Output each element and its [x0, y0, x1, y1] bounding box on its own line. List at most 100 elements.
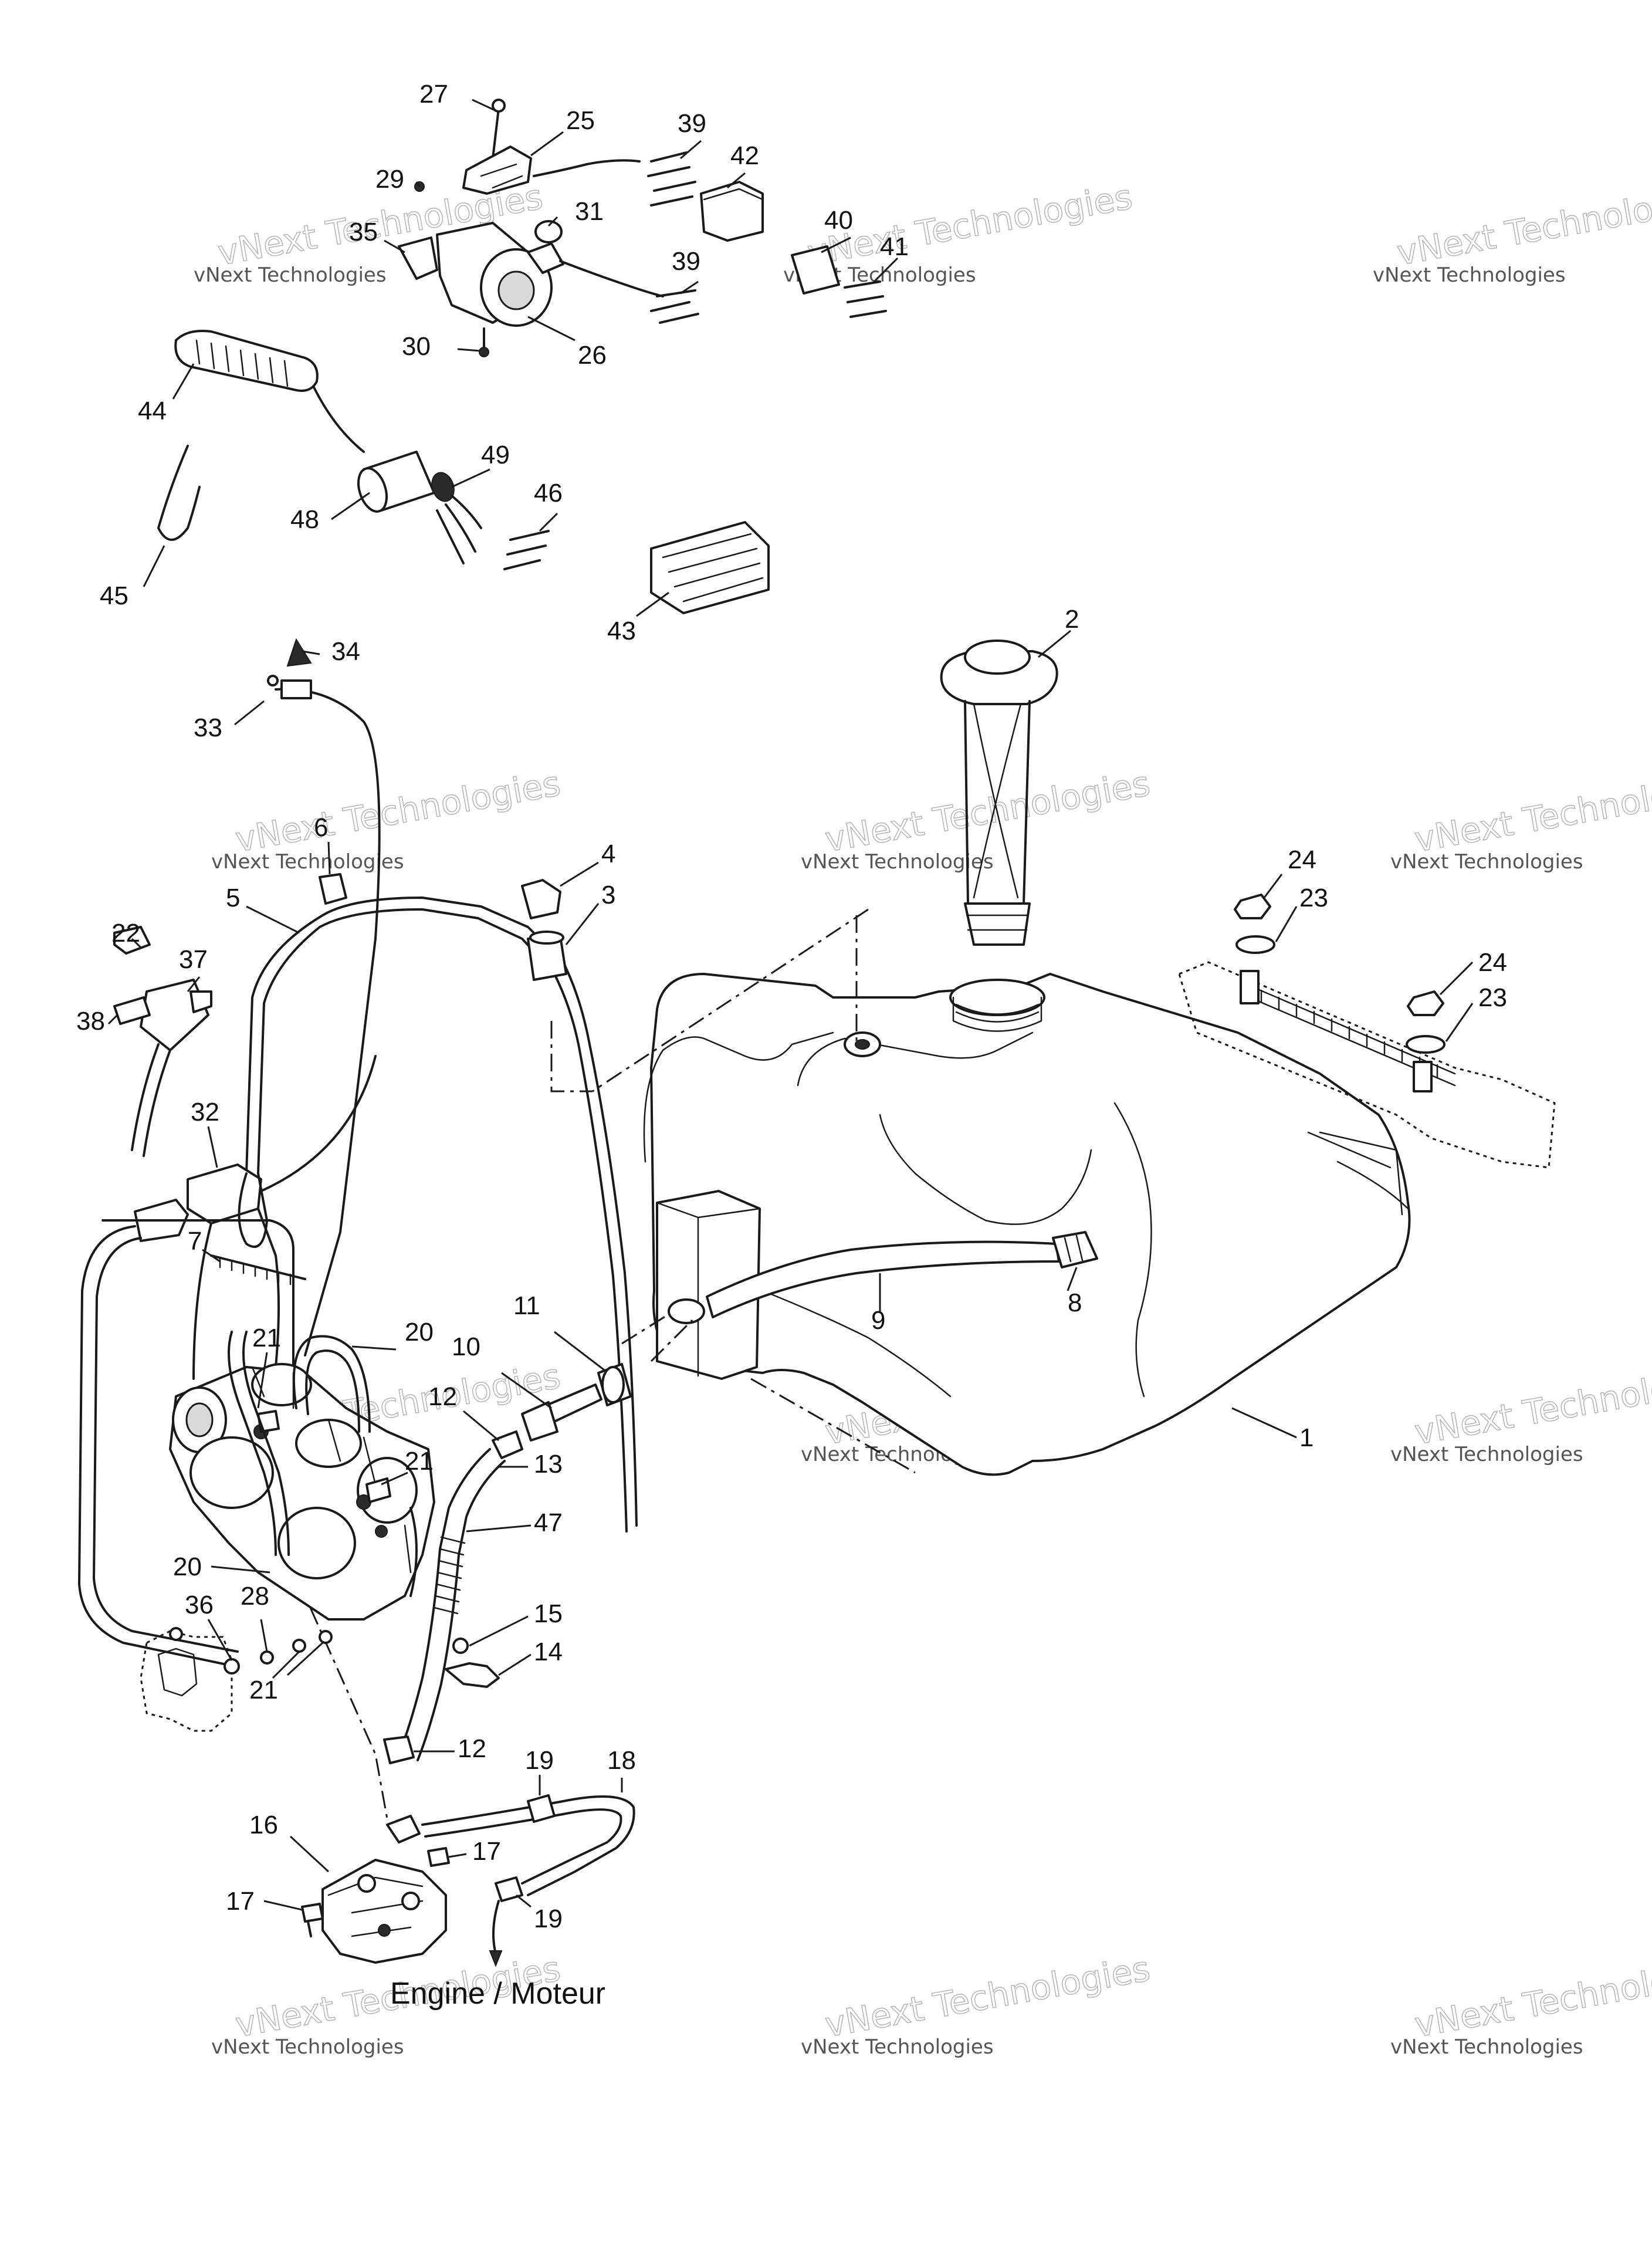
- clip-14: [445, 1662, 500, 1688]
- spring-47: [433, 1536, 466, 1615]
- screw-30-tip: [479, 347, 489, 357]
- bracket-rail: [1178, 894, 1556, 1169]
- nut-24-right: [1407, 990, 1444, 1016]
- tank-block-edge: [656, 1202, 761, 1377]
- tank-block: [656, 1190, 761, 1380]
- washer-23-right: [1406, 1035, 1446, 1054]
- callout-32: 32: [191, 1098, 219, 1126]
- callout-49: 49: [481, 441, 510, 469]
- connector-42-edge: [703, 188, 764, 201]
- callout-37: 37: [179, 945, 208, 974]
- callout-10: 10: [452, 1332, 480, 1361]
- callout-8: 8: [1068, 1288, 1082, 1317]
- carb-left-top: [251, 1363, 312, 1406]
- connector-43: [650, 521, 770, 614]
- axis-block: [650, 1319, 693, 1362]
- tank-recess: [879, 1114, 1092, 1225]
- callout-16: 16: [249, 1811, 278, 1839]
- watermark-small: vNext Technologies: [1390, 850, 1583, 874]
- callout-31: 31: [575, 197, 604, 226]
- callout-21-mid: 21: [405, 1447, 434, 1476]
- watermark-small: vNext Technologies: [801, 850, 994, 874]
- callout-24-right: 24: [1478, 948, 1507, 977]
- callout-45: 45: [100, 581, 128, 610]
- tank-outlet: [668, 1298, 705, 1324]
- tank-ridge-mid: [797, 1031, 1034, 1087]
- pump-nipple: [386, 1815, 421, 1843]
- tank-side-rib: [761, 1290, 952, 1398]
- grommet-31: [534, 220, 563, 243]
- carb-left-bore: [185, 1402, 214, 1437]
- pump-port-2: [401, 1892, 420, 1910]
- callout-leaders: [107, 99, 1474, 1911]
- axis-tank-upper: [592, 908, 869, 1092]
- carb-right-top: [295, 1419, 362, 1468]
- callout-14: 14: [534, 1638, 563, 1666]
- tank-shelf: [1319, 1131, 1403, 1216]
- hose-5c: [245, 914, 324, 1175]
- wire-32-down: [192, 1222, 212, 1380]
- callout-17-left: 17: [226, 1887, 255, 1916]
- watermark-big: vNext Technologies: [1411, 1356, 1652, 1452]
- strap-7-teeth: [219, 1256, 292, 1286]
- watermark-small: vNext Technologies: [1390, 2035, 1583, 2059]
- connector-31: [527, 242, 564, 274]
- clamp-21-lower-b: [319, 1630, 333, 1644]
- watermark-big: vNext Technologies: [1411, 1948, 1652, 2045]
- filler-neck: [949, 979, 1045, 1016]
- terminals-39-lower: [650, 289, 699, 324]
- wire-37a: [131, 1043, 160, 1151]
- part-38: [113, 996, 151, 1025]
- callout-23-right: 23: [1478, 983, 1507, 1012]
- callout-23-left: 23: [1299, 884, 1328, 912]
- screw-17-right: [427, 1847, 450, 1867]
- ignition-switch-group: [398, 99, 887, 357]
- watermark-big: vNext Technologies: [822, 1948, 1153, 2045]
- fuel-tank-1: [643, 973, 1411, 1476]
- screw-17-left: [301, 1903, 324, 1923]
- callout-19-lower: 19: [534, 1904, 563, 1933]
- terminals-41: [844, 280, 887, 318]
- callout-21-upper: 21: [252, 1324, 281, 1352]
- watermark: vNext Technologies vNext Technologies: [1390, 1355, 1652, 1466]
- watermark: vNext Technologies vNext Technologies: [1390, 763, 1652, 874]
- rail-outline: [1178, 961, 1556, 1169]
- fitting-8-ribs: [1064, 1234, 1084, 1263]
- hose-20-arch-a: [292, 1335, 371, 1433]
- carb-screw-3: [375, 1525, 388, 1538]
- hose-13-a: [398, 1448, 491, 1755]
- loop-7: [238, 1172, 268, 1248]
- callout-21-lower: 21: [249, 1676, 278, 1704]
- callout-19-upper: 19: [525, 1746, 554, 1775]
- grip-wire: [313, 386, 365, 453]
- hose-end-left: [169, 1627, 183, 1641]
- hose-13-b: [417, 1460, 506, 1761]
- watermark-small: vNext Technologies: [1373, 263, 1566, 287]
- tank-outline: [650, 973, 1411, 1476]
- stud-right: [1413, 1061, 1433, 1092]
- callout-22: 22: [111, 919, 140, 948]
- watermark-small: vNext Technologies: [211, 850, 404, 874]
- callout-25: 25: [566, 106, 595, 135]
- cable-end-33: [280, 679, 312, 699]
- watermark-big: vNext Technologies: [1394, 177, 1652, 273]
- watermark: vNext Technologies vNext Technologies: [1390, 1948, 1652, 2059]
- clamp-21-upper: [257, 1410, 280, 1433]
- washer-28: [260, 1650, 274, 1665]
- callout-43: 43: [607, 617, 636, 645]
- clamp-6: [319, 873, 347, 905]
- hose-5d: [257, 926, 321, 1175]
- fuel-lines: [78, 638, 638, 1667]
- filter-hose-group: [383, 1363, 632, 1764]
- wire-32-left: [78, 1225, 236, 1667]
- clamp-12-lower: [383, 1736, 415, 1764]
- callout-17-right: 17: [472, 1837, 501, 1866]
- callout-48: 48: [290, 505, 319, 534]
- tank-edge: [1307, 1131, 1392, 1169]
- plug-49: [431, 472, 455, 502]
- carb-left-bowl: [189, 1436, 274, 1509]
- grommet-11-face: [601, 1366, 625, 1403]
- gauge-tube: [964, 700, 1031, 905]
- callout-20-upper: 20: [405, 1318, 434, 1347]
- switch-keyhole: [497, 270, 535, 310]
